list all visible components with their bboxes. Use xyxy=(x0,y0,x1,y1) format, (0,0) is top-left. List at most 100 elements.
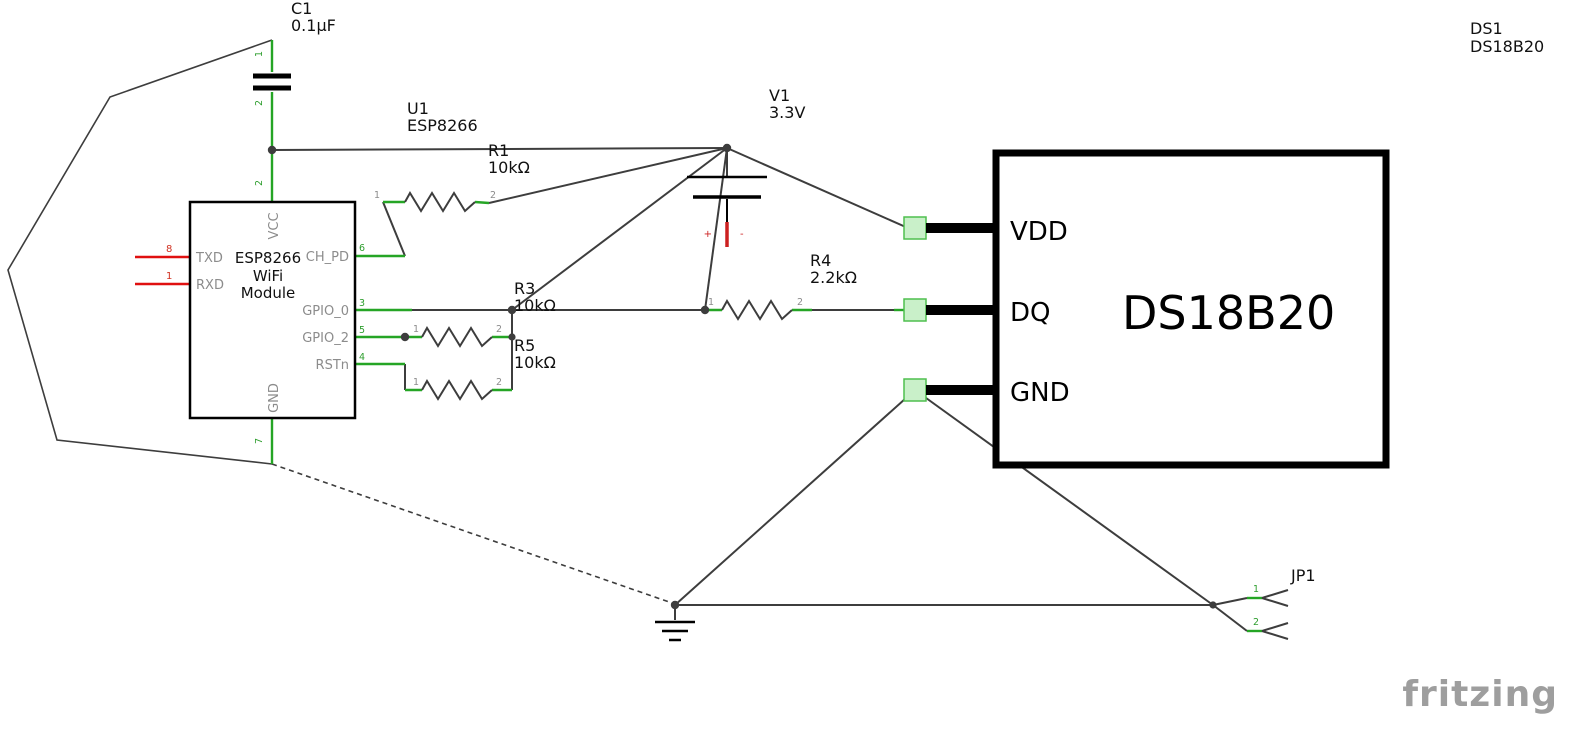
r3-pin2-number: 2 xyxy=(496,324,502,335)
u1-pin-gpio2-label: GPIO_2 xyxy=(302,331,349,346)
wire-3v3-rail[interactable] xyxy=(271,147,728,151)
u1-pin-txd-label: TXD xyxy=(195,251,223,266)
ds1-ref-label: DS1 xyxy=(1470,19,1503,38)
u1-pin-gnd-number: 7 xyxy=(254,438,265,444)
u1-pin-vcc-number: 2 xyxy=(254,180,265,186)
battery-minus-label: - xyxy=(740,229,744,240)
u1-name-line2: WiFi xyxy=(253,267,283,285)
net-wires xyxy=(7,39,1262,633)
r1-pin2-number: 2 xyxy=(490,190,496,201)
pin-bar-dq xyxy=(926,305,994,315)
pin-bar-vdd xyxy=(926,223,994,233)
r5-value-label: 10kΩ xyxy=(514,353,556,372)
c1-pin1-number: 1 xyxy=(254,51,265,57)
battery-v1[interactable]: + - V1 3.3V xyxy=(687,86,805,247)
u1-pin-gnd-label: GND xyxy=(267,383,282,413)
u1-pin-gpio2-number: 5 xyxy=(359,325,365,336)
ds1-pin-gnd-label: GND xyxy=(1010,378,1070,408)
jp1-pin2-symbol xyxy=(1261,622,1289,640)
u1-name-line1: ESP8266 xyxy=(235,249,301,267)
r3-pin1-number: 1 xyxy=(413,324,419,335)
resistor-r4[interactable]: R4 2.2kΩ 1 2 xyxy=(708,251,857,321)
esp8266-module-box[interactable] xyxy=(188,200,357,420)
r1-pin1-number: 1 xyxy=(374,190,380,201)
wire-v1-to-r4[interactable] xyxy=(704,147,728,311)
resistor-r5[interactable]: R5 10kΩ 1 2 xyxy=(413,336,556,401)
resistor-r1[interactable]: R1 10kΩ 1 2 xyxy=(374,141,530,213)
jp1-ref-label: JP1 xyxy=(1290,566,1316,585)
junction-gpio2-node xyxy=(400,332,410,342)
c1-pin2-number: 2 xyxy=(254,100,265,106)
wire-to-jp1-pin1[interactable] xyxy=(1212,597,1248,606)
lead-r1-pin2[interactable] xyxy=(474,200,490,205)
jp1-pin1-number: 1 xyxy=(1253,584,1259,595)
v1-ref-label: V1 xyxy=(769,86,790,105)
esp8266-module[interactable]: U1 ESP8266 ESP8266 WiFi Module TXD RXD V… xyxy=(166,99,478,444)
resistor-r5-zigzag[interactable] xyxy=(421,379,493,401)
wire-c1-to-gnd-loop[interactable] xyxy=(7,39,273,465)
pad-gnd[interactable] xyxy=(903,378,927,402)
resistor-r3-zigzag[interactable] xyxy=(421,326,493,348)
ds18b20-sensor[interactable]: VDD DQ GND DS18B20 DS1 DS18B20 xyxy=(903,19,1544,469)
u1-type-label: ESP8266 xyxy=(407,116,478,135)
capacitor-c1[interactable]: C1 0.1µF 1 2 xyxy=(253,0,336,106)
u1-pin-rstn-label: RSTn xyxy=(316,358,349,373)
pad-dq[interactable] xyxy=(903,298,927,322)
u1-pin-rxd-number: 1 xyxy=(166,271,172,282)
ds1-pin-dq-label: DQ xyxy=(1010,298,1051,328)
junction-r4-node xyxy=(700,305,710,315)
u1-pin-chpd-label: CH_PD xyxy=(306,250,349,265)
u1-pin-vcc-label: VCC xyxy=(267,212,282,239)
fritzing-logo: fritzing xyxy=(1402,674,1558,715)
wire-v1-to-pullup-node[interactable] xyxy=(511,147,728,311)
u1-pin-chpd-number: 6 xyxy=(359,243,365,254)
ds1-chip-label: DS18B20 xyxy=(1122,286,1335,340)
r4-pin2-number: 2 xyxy=(797,297,803,308)
junction-pullup-node xyxy=(507,305,517,315)
u1-pin-txd-number: 8 xyxy=(166,244,172,255)
resistor-r4-zigzag[interactable] xyxy=(721,299,793,321)
r5-pin1-number: 1 xyxy=(413,377,419,388)
pin-bar-gnd xyxy=(926,385,994,395)
u1-name-line3: Module xyxy=(241,284,296,302)
r4-ref-label: R4 xyxy=(810,251,831,270)
r1-ref-label: R1 xyxy=(488,141,509,160)
c1-ref-label: C1 xyxy=(291,0,312,18)
ds1-type-label: DS18B20 xyxy=(1470,37,1544,56)
wire-gnd-to-jp1[interactable] xyxy=(914,389,1214,606)
u1-pin-rxd-label: RXD xyxy=(196,278,224,293)
jp1-pin2-number: 2 xyxy=(1253,617,1259,628)
v1-value-label: 3.3V xyxy=(769,103,805,122)
u1-pin-rstn-number: 4 xyxy=(359,352,365,363)
pad-vdd[interactable] xyxy=(903,216,927,240)
r5-ref-label: R5 xyxy=(514,336,535,355)
ds1-pin-vdd-label: VDD xyxy=(1010,217,1068,247)
jp1-pin1-symbol xyxy=(1261,589,1289,607)
r3-ref-label: R3 xyxy=(514,279,535,298)
r4-value-label: 2.2kΩ xyxy=(810,268,857,287)
wire-r1-to-chpd[interactable] xyxy=(382,201,406,257)
r1-value-label: 10kΩ xyxy=(488,158,530,177)
ds18b20-chip-box[interactable] xyxy=(992,149,1390,469)
junction-vcc-node xyxy=(267,145,277,155)
ratsnest-gnd-dashed[interactable] xyxy=(271,463,673,604)
ground-symbol[interactable] xyxy=(655,605,695,642)
r3-value-label: 10kΩ xyxy=(514,296,556,315)
r4-pin1-number: 1 xyxy=(708,297,714,308)
junction-jp1-node xyxy=(1209,601,1217,609)
battery-plus-label: + xyxy=(704,229,712,240)
wire-r1-to-v1[interactable] xyxy=(488,147,728,204)
r5-pin2-number: 2 xyxy=(496,377,502,388)
u1-pin-gpio0-label: GPIO_0 xyxy=(302,304,349,319)
u1-ref-label: U1 xyxy=(407,99,429,118)
junction-r3-node xyxy=(508,333,516,341)
resistor-r1-zigzag[interactable] xyxy=(404,191,476,213)
wire-to-jp1-pin2[interactable] xyxy=(1212,604,1248,632)
wire-v1-to-vdd[interactable] xyxy=(726,147,909,229)
jp1-header[interactable]: 1 2 JP1 xyxy=(1253,566,1316,640)
resistor-r3[interactable]: R3 10kΩ 1 2 xyxy=(413,279,556,348)
c1-value-label: 0.1µF xyxy=(291,16,336,35)
wire-gnd-to-groundnode[interactable] xyxy=(674,389,916,606)
